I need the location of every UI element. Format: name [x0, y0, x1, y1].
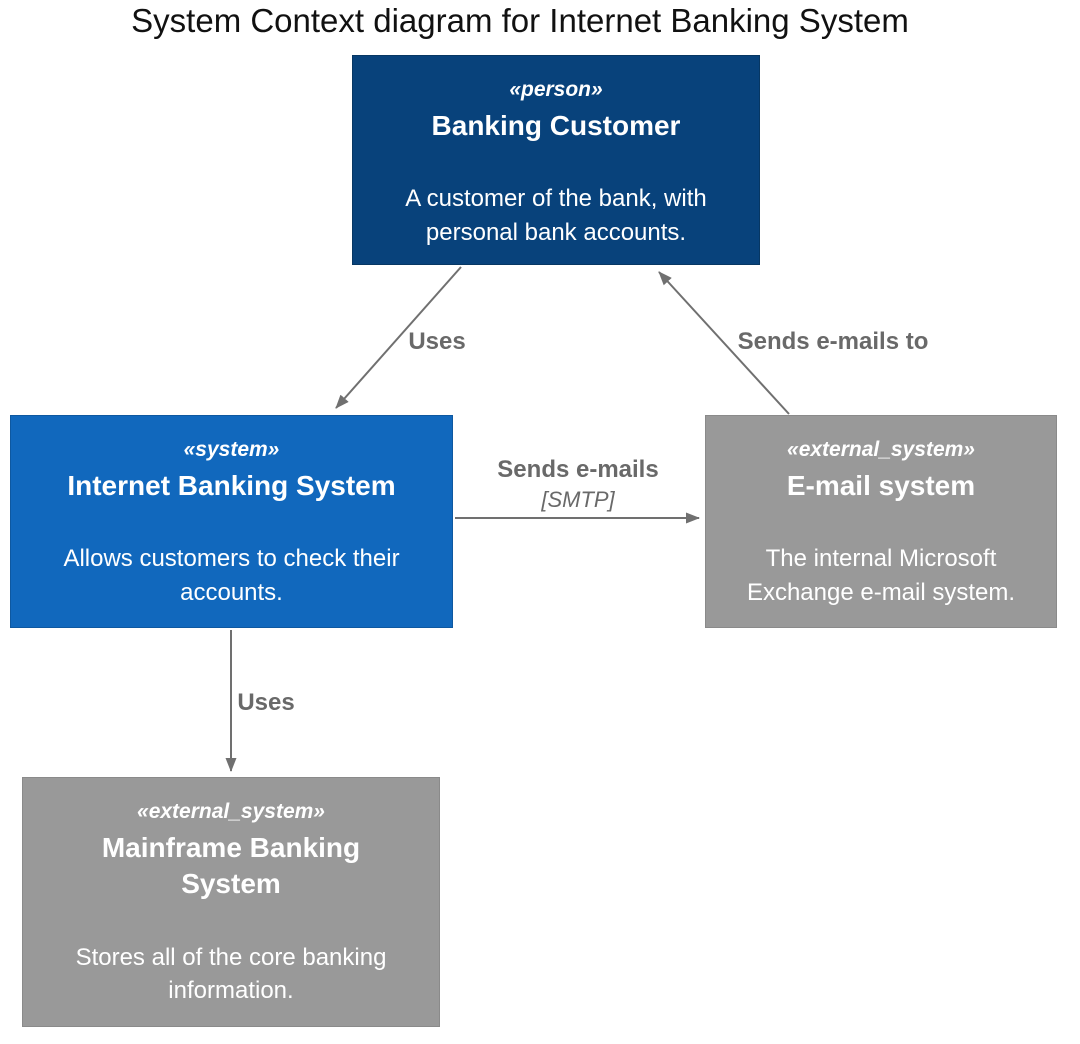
node-description: The internal Microsoft Exchange e-mail s…: [746, 545, 1016, 606]
edge-label-text: Sends e-mails: [497, 456, 659, 483]
edge-customer-to-ibs: [335, 266, 462, 409]
edge-label-sends-emails: Sends e-mails [SMTP]: [497, 456, 658, 514]
edge-label-sends-emails-to: Sends e-mails to: [737, 328, 929, 355]
node-title: Banking Customer: [431, 110, 681, 141]
node-title: Mainframe Banking System: [101, 832, 361, 900]
node-description: Allows customers to check their accounts…: [63, 545, 400, 606]
edge-label-uses: Uses: [408, 328, 466, 355]
node-internet-banking-system: «system» Internet Banking System Allows …: [10, 415, 453, 628]
edge-technology-label: [SMTP]: [541, 487, 615, 512]
stereotype-label: «person»: [509, 78, 603, 101]
edge-label-uses: Uses: [237, 689, 295, 716]
node-banking-customer: «person» Banking Customer A customer of …: [352, 55, 760, 265]
diagram-title: System Context diagram for Internet Bank…: [131, 2, 909, 39]
node-email-system: «external_system» E-mail system The inte…: [705, 415, 1057, 628]
node-mainframe-banking-system: «external_system» Mainframe Banking Syst…: [22, 777, 440, 1027]
node-title: Internet Banking System: [67, 470, 396, 501]
node-title: E-mail system: [786, 470, 976, 501]
stereotype-label: «external_system»: [137, 800, 325, 823]
node-description: A customer of the bank, with personal ba…: [405, 185, 707, 246]
edge-email-to-customer: [658, 271, 790, 415]
stereotype-label: «system»: [183, 438, 280, 461]
stereotype-label: «external_system»: [787, 438, 975, 461]
node-description: Stores all of the core banking informati…: [75, 943, 387, 1004]
